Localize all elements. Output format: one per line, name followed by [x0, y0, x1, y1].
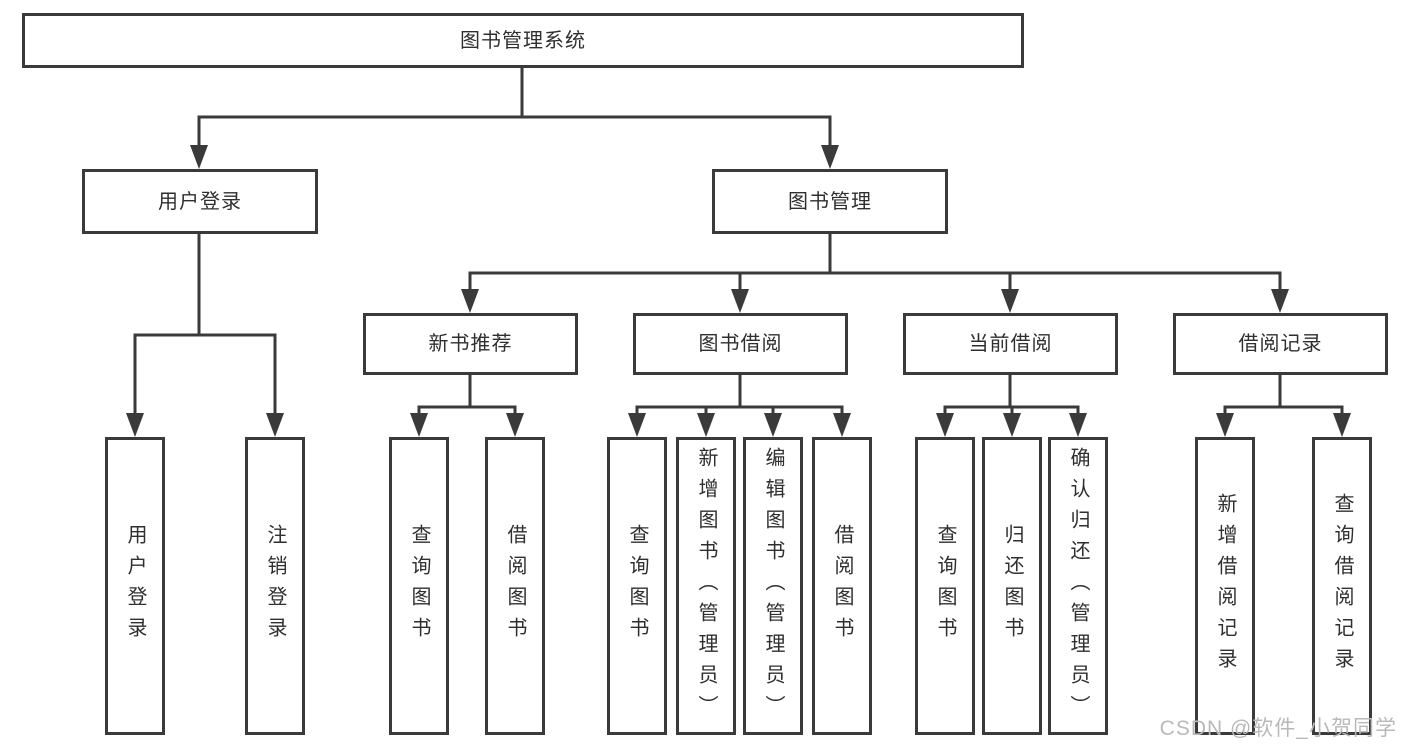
- node-book-borrow-label: 图书借阅: [698, 333, 783, 355]
- leaf-records-query-record: 查询借阅记录: [1312, 437, 1372, 735]
- leaf-borrow-query-books: 查询图书: [607, 437, 667, 735]
- node-book-management: 图书管理: [712, 169, 948, 234]
- leaf-newbook-query-books: 查询图书: [389, 437, 449, 735]
- leaf-current-confirm-return-admin: 确认归还（管理员）: [1048, 437, 1108, 735]
- leaf-newbook-borrow-books: 借阅图书: [485, 437, 545, 735]
- watermark: CSDN @软件_小贺同学: [1159, 717, 1397, 740]
- leaf-current-return-books: 归还图书: [982, 437, 1042, 735]
- node-current-borrow: 当前借阅: [903, 313, 1118, 375]
- leaf-records-add-record: 新增借阅记录: [1195, 437, 1255, 735]
- node-book-borrow: 图书借阅: [633, 313, 848, 375]
- node-book-management-label: 图书管理: [788, 190, 872, 213]
- leaf-borrow-borrow-books: 借阅图书: [812, 437, 872, 735]
- node-root-system: 图书管理系统: [22, 13, 1024, 68]
- leaf-user-login: 用户登录: [105, 437, 165, 735]
- node-root-label: 图书管理系统: [460, 29, 586, 52]
- node-new-book-recommend: 新书推荐: [363, 313, 578, 375]
- node-user-login-label: 用户登录: [158, 190, 242, 213]
- node-borrow-records: 借阅记录: [1173, 313, 1388, 375]
- node-current-borrow-label: 当前借阅: [968, 333, 1053, 355]
- node-user-login: 用户登录: [82, 169, 318, 234]
- leaf-borrow-edit-books-admin: 编辑图书（管理员）: [743, 437, 803, 735]
- node-borrow-records-label: 借阅记录: [1238, 333, 1323, 355]
- leaf-borrow-add-books-admin: 新增图书（管理员）: [676, 437, 736, 735]
- node-new-book-recommend-label: 新书推荐: [428, 333, 513, 355]
- leaf-current-query-books: 查询图书: [915, 437, 975, 735]
- leaf-logout-login: 注销登录: [245, 437, 305, 735]
